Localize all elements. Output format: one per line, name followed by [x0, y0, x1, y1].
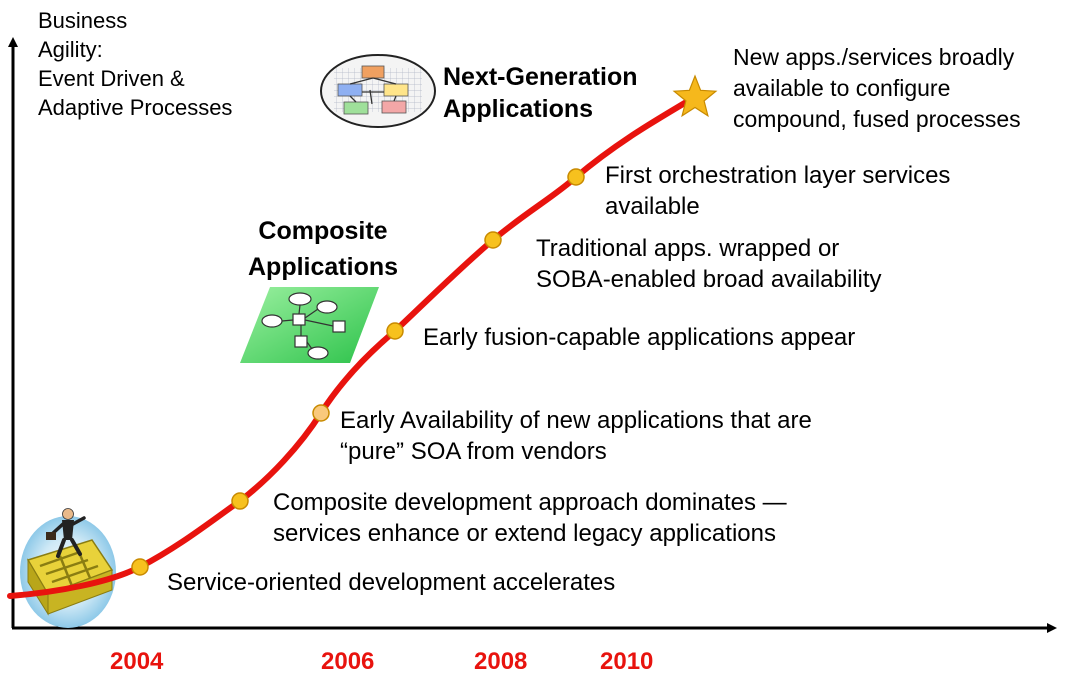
milestone-marker	[386, 322, 404, 340]
next-generation-applications-icon	[320, 54, 436, 128]
milestone-marker	[484, 231, 502, 249]
year-label: 2006	[321, 648, 375, 675]
year-label: 2004	[110, 648, 164, 675]
milestone-line: First orchestration layer services	[605, 162, 951, 189]
milestone-line: Early Availability of new applications t…	[340, 407, 812, 434]
title-line: Next-Generation	[443, 63, 638, 91]
composite-applications-icon	[240, 287, 379, 363]
composite-title: Composite Applications	[248, 213, 398, 285]
y-axis-label-line: Agility:	[38, 37, 103, 62]
milestone-label: Traditional apps. wrapped or SOBA-enable…	[536, 233, 882, 295]
next-generation-title: Next-Generation Applications	[443, 61, 637, 125]
milestone-marker	[567, 168, 585, 186]
milestone-label: Early fusion-capable applications appear	[423, 324, 855, 352]
milestone-label: First orchestration layer services avail…	[605, 160, 950, 222]
milestone-line: services enhance or extend legacy applic…	[273, 520, 776, 547]
milestone-label: Composite development approach dominates…	[273, 487, 787, 549]
title-line: Composite	[258, 217, 388, 245]
title-line: Applications	[443, 95, 594, 123]
milestone-line: Service-oriented development accelerates	[167, 569, 616, 596]
milestone-marker	[131, 558, 149, 576]
y-axis-label-line: Adaptive Processes	[38, 95, 233, 120]
maze-runner-icon	[20, 508, 116, 628]
milestone-line: “pure” SOA from vendors	[340, 438, 607, 465]
milestone-line: Traditional apps. wrapped or	[536, 235, 840, 262]
y-axis-label-line: Business	[38, 8, 128, 33]
milestone-label: Service-oriented development accelerates	[167, 569, 615, 597]
endpoint-line: available to configure	[733, 75, 951, 101]
endpoint-label: New apps./services broadly available to …	[733, 42, 1021, 135]
title-line: Applications	[248, 253, 399, 281]
milestone-line: SOBA-enabled broad availability	[536, 266, 882, 293]
milestone-label: Early Availability of new applications t…	[340, 405, 812, 467]
y-axis-label-line: Event Driven &	[38, 66, 185, 91]
milestone-line: Early fusion-capable applications appear	[423, 324, 856, 351]
milestone-marker	[231, 492, 249, 510]
milestone-marker	[312, 404, 330, 422]
endpoint-line: compound, fused processes	[733, 106, 1021, 132]
star-icon	[672, 74, 718, 118]
year-label: 2008	[474, 648, 528, 675]
milestone-line: Composite development approach dominates…	[273, 489, 787, 516]
y-axis-label: Business Agility: Event Driven & Adaptiv…	[38, 6, 232, 122]
year-label: 2010	[600, 648, 654, 675]
endpoint-line: New apps./services broadly	[733, 44, 1015, 70]
milestone-line: available	[605, 193, 700, 220]
